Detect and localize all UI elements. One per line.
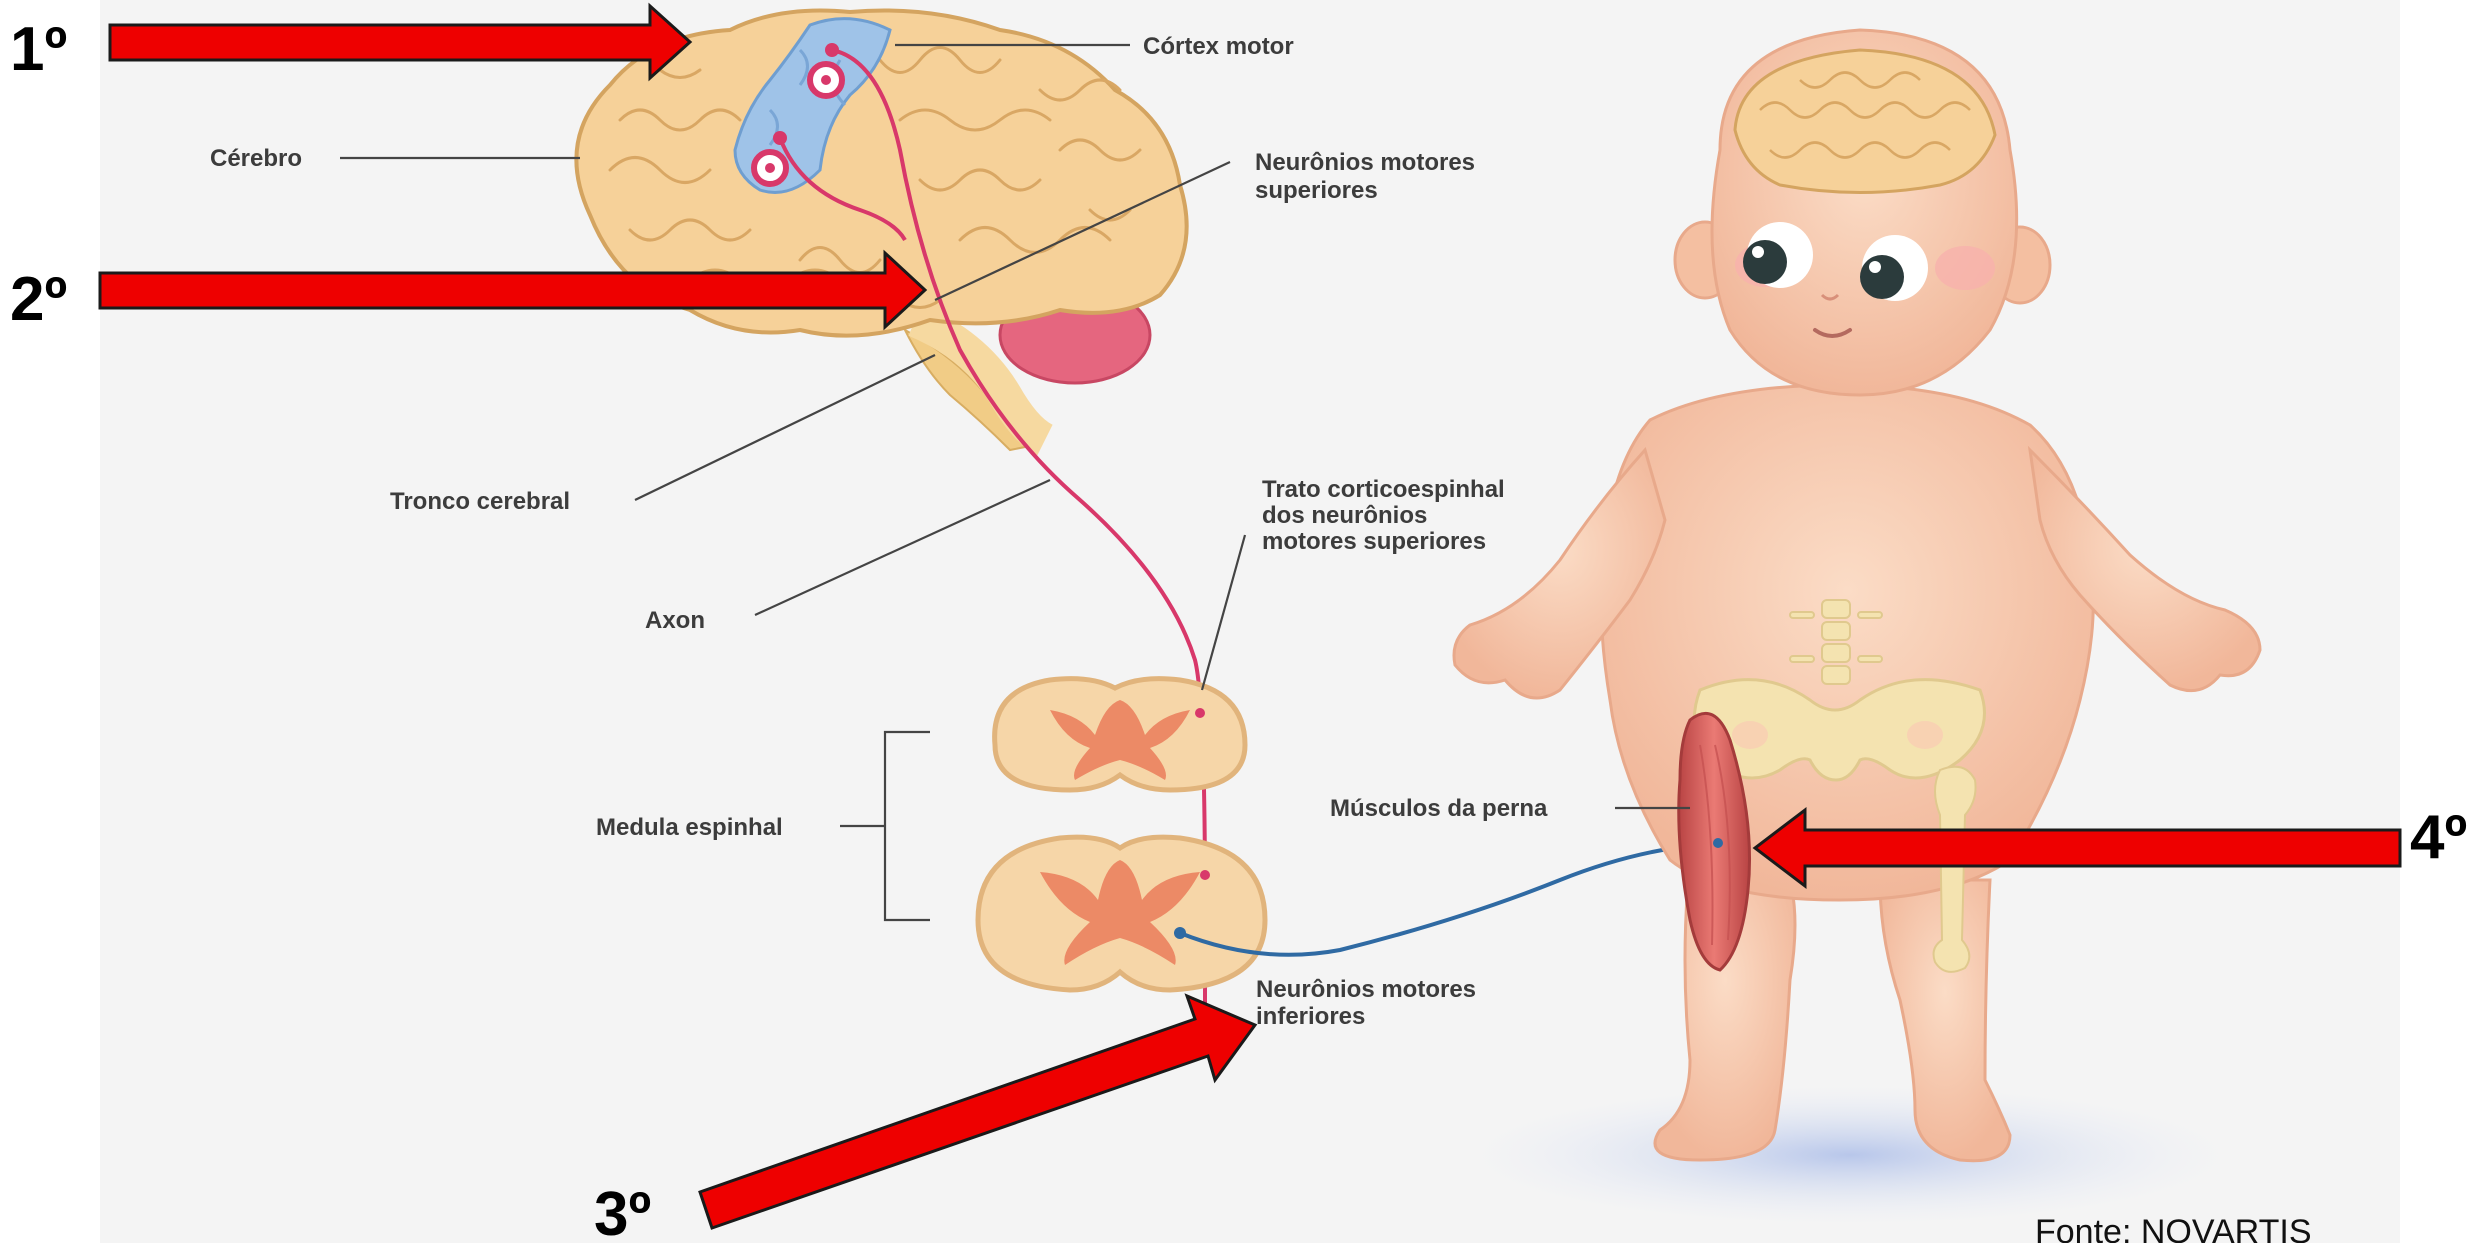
step-number-4: 4º (2410, 803, 2467, 872)
label-cerebro: Cérebro (210, 145, 302, 172)
label-axon: Axon (645, 607, 705, 634)
label-medula-espinhal: Medula espinhal (596, 814, 783, 841)
label-tronco-cerebral: Tronco cerebral (390, 488, 570, 515)
label-musculos-perna: Músculos da perna (1330, 795, 1548, 822)
spinal-cord-section-lower (978, 837, 1265, 990)
label-cortex-motor: Córtex motor (1143, 33, 1294, 60)
step-number-3: 3º (594, 1180, 651, 1243)
source-credit: Fonte: NOVARTIS (2035, 1213, 2312, 1243)
step-number-2: 2º (10, 265, 67, 334)
floor-shadow (1470, 1085, 2230, 1225)
baby-torso (1601, 385, 2093, 900)
spinal-cord-section-upper (995, 679, 1245, 790)
baby-cheek-right (1935, 246, 1995, 290)
step-number-1: 1º (10, 15, 67, 84)
